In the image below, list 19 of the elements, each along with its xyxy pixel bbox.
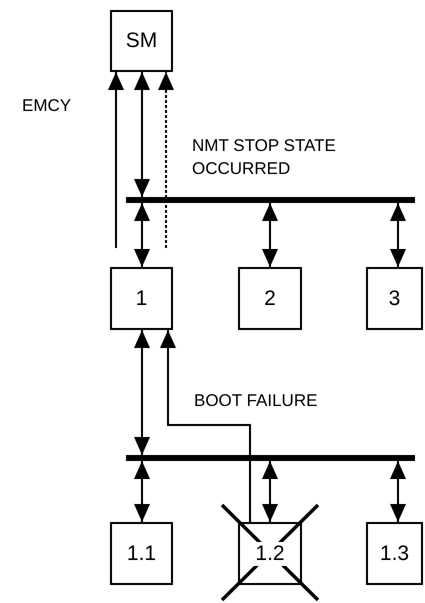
node-box (238, 522, 302, 585)
arrow (134, 461, 150, 522)
arrow (160, 330, 251, 522)
arrow (262, 461, 278, 522)
arrow (390, 461, 406, 522)
arrow (108, 72, 124, 248)
node-label: 1.2 (254, 542, 286, 566)
node-box (110, 522, 173, 585)
arrow (158, 72, 174, 248)
arrow (134, 72, 150, 197)
node-box (110, 267, 173, 330)
arrow (390, 203, 406, 267)
node-box (238, 267, 302, 330)
node-box (366, 522, 423, 585)
node-box (366, 267, 423, 330)
arrow (134, 330, 150, 455)
arrow (134, 203, 150, 267)
node-box (110, 10, 173, 72)
arrow (262, 203, 278, 267)
